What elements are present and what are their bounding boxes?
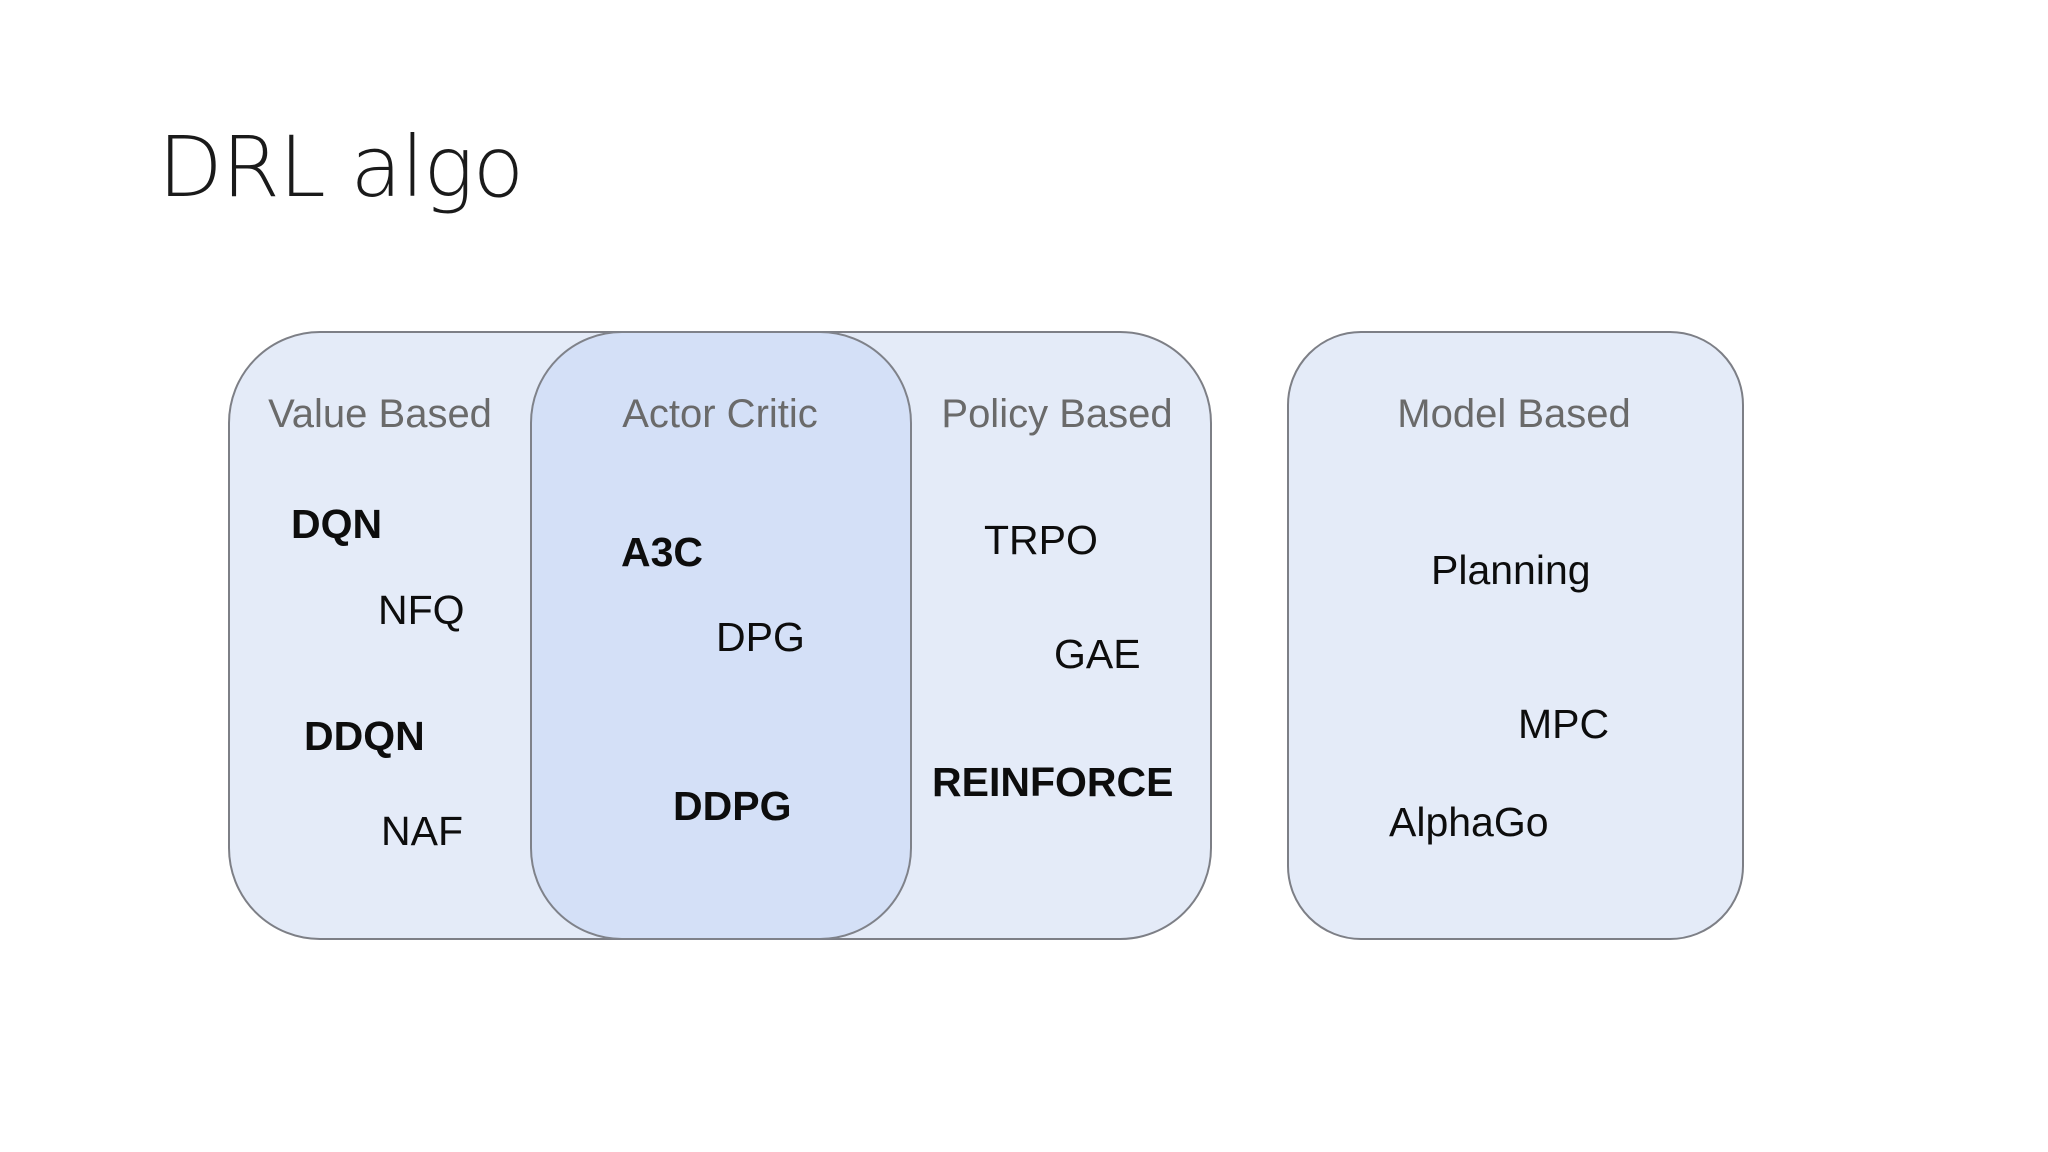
- algo-reinforce: REINFORCE: [932, 759, 1174, 805]
- value-based-title: Value Based: [268, 392, 492, 436]
- algo-nfq: NFQ: [378, 587, 465, 633]
- algo-ddpg: DDPG: [673, 783, 792, 829]
- algo-alphago: AlphaGo: [1389, 799, 1549, 845]
- algo-ddqn: DDQN: [304, 713, 425, 759]
- model-based-title: Model Based: [1397, 392, 1631, 436]
- algo-dqn: DQN: [291, 501, 383, 547]
- algo-planning: Planning: [1431, 547, 1591, 593]
- actor-critic-container: [530, 331, 912, 940]
- policy-based-title: Policy Based: [941, 392, 1173, 436]
- algo-trpo: TRPO: [984, 517, 1098, 563]
- algo-a3c: A3C: [621, 529, 704, 575]
- algo-dpg: DPG: [716, 614, 805, 660]
- algo-mpc: MPC: [1518, 701, 1610, 747]
- model-based-container: [1287, 331, 1744, 940]
- actor-critic-title: Actor Critic: [622, 392, 818, 436]
- algo-gae: GAE: [1054, 631, 1141, 677]
- algo-naf: NAF: [381, 808, 463, 854]
- slide-title: DRL algo: [158, 118, 524, 216]
